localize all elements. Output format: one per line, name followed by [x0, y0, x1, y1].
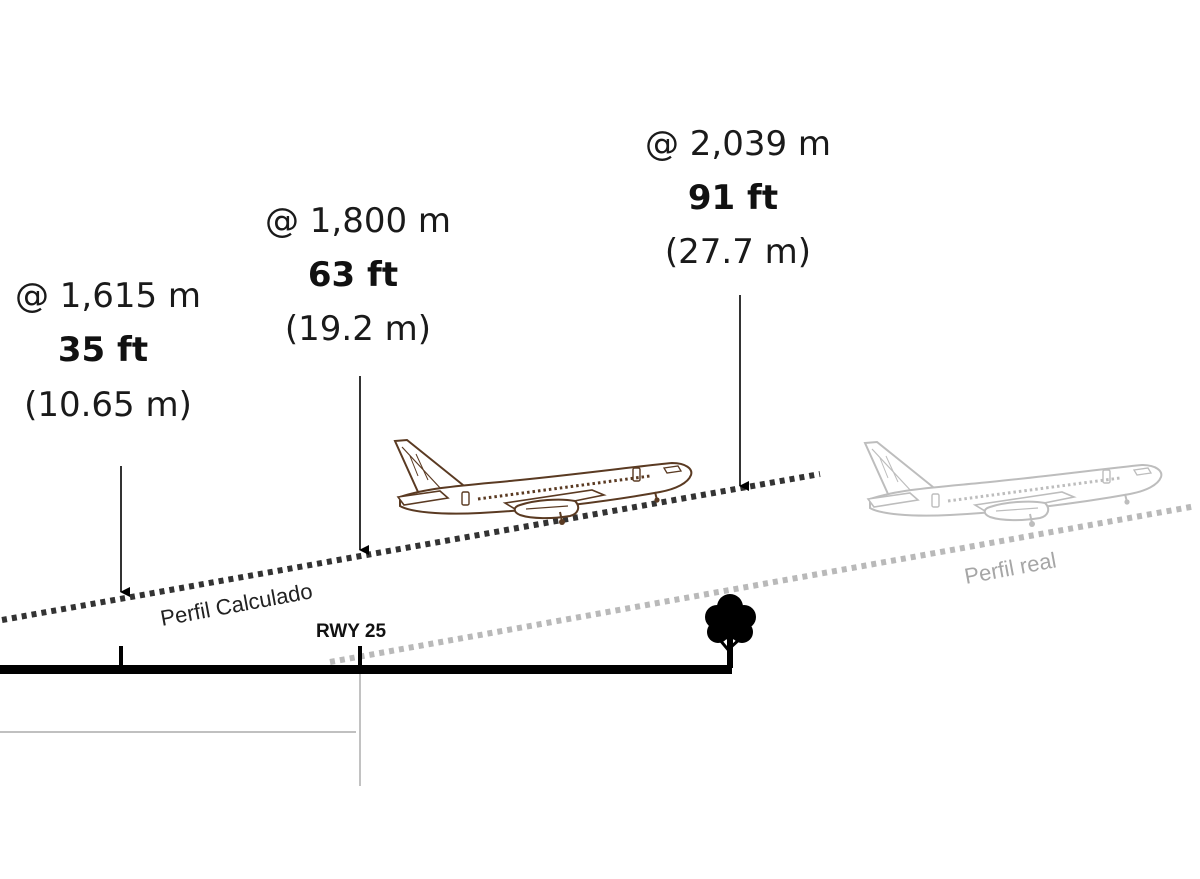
ground-tick-rwy [358, 646, 362, 668]
ground-tick-1615 [119, 646, 123, 668]
height-m-label: (27.7 m) [665, 232, 811, 272]
distance-label: @ 2,039 m [645, 124, 831, 164]
measurement-2039: @ 2,039 m 91 ft (27.7 m) [645, 124, 831, 272]
ground-line [0, 665, 732, 674]
measurement-1615: @ 1,615 m 35 ft (10.65 m) [15, 276, 201, 425]
height-m-label: (10.65 m) [24, 385, 192, 425]
airplane-icon [393, 438, 693, 527]
height-ft-label: 35 ft [58, 330, 148, 370]
distance-label: @ 1,800 m [265, 201, 451, 241]
height-ft-label: 63 ft [308, 255, 398, 295]
airplane-faded-icon [863, 440, 1163, 529]
height-m-label: (19.2 m) [285, 309, 431, 349]
height-ft-label: 91 ft [688, 178, 778, 218]
calculated-profile-line [1, 471, 821, 623]
measurement-1800: @ 1,800 m 63 ft (19.2 m) [265, 201, 451, 349]
runway-label: RWY 25 [316, 621, 386, 642]
tree-icon [705, 594, 756, 668]
distance-label: @ 1,615 m [15, 276, 201, 316]
real-profile-label: Perfil real [962, 547, 1058, 589]
real-profile-line [329, 503, 1197, 665]
